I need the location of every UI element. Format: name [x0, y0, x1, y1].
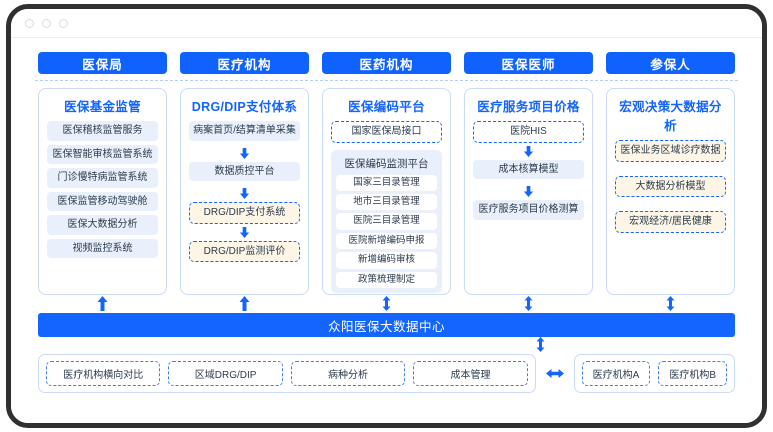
arrow-up-down-icon — [382, 295, 391, 311]
footer-chip[interactable]: 病种分析 — [290, 361, 406, 386]
list-item[interactable]: 新增编码审核 — [336, 252, 437, 269]
column-header-医药机构[interactable]: 医药机构 — [322, 52, 451, 74]
arrow-up-down-icon — [666, 295, 675, 311]
list-item[interactable]: 病案首页/结算清单采集 — [189, 121, 300, 141]
connector-row — [25, 295, 748, 311]
spacer — [615, 162, 726, 176]
column-title: 医保编码平台 — [348, 100, 425, 114]
footer-institution-group: 医疗机构A 医疗机构B — [573, 354, 735, 393]
list-item[interactable]: 医疗服务项目价格测算 — [473, 200, 584, 220]
list-item[interactable]: 视频监控系统 — [47, 238, 158, 258]
arrow-down-icon — [239, 226, 250, 238]
connector-cell — [180, 295, 309, 311]
connector-cell — [38, 295, 167, 311]
list-item[interactable]: 医保大数据分析 — [47, 215, 158, 235]
arrow-up-icon — [239, 295, 250, 311]
coding-monitor-panel: 医保编码监测平台 国家三目录管理 地市三目录管理 医院三目录管理 医院新增编码申… — [331, 149, 442, 294]
column-fund-supervision: 医保基金监管 医保稽核监管服务 医保智能审核监管系统 门诊慢特病监管系统 医保监… — [38, 88, 167, 295]
list-item[interactable]: 医保监管移动驾驶舱 — [47, 191, 158, 211]
header-divider — [35, 80, 738, 81]
list-item[interactable]: 地市三目录管理 — [336, 193, 437, 211]
arrow-down-icon — [523, 145, 534, 157]
connector-cell — [464, 295, 593, 311]
column-macro-decision: 宏观决策大数据分析 医保业务区域诊疗数据 大数据分析模型 宏观经济/居民健康 — [606, 88, 735, 295]
list-item[interactable]: 医保智能审核监管系统 — [47, 144, 158, 164]
list-item[interactable]: 政策梳理制定 — [336, 271, 437, 289]
list-item[interactable]: 宏观经济/居民健康 — [615, 211, 726, 233]
arrow-down-icon — [523, 186, 534, 197]
column-service-price: 医疗服务项目价格 医院HIS 成本核算模型 医疗服务项目价格测算 — [464, 88, 593, 295]
footer-bidirectional-connector — [545, 368, 565, 379]
footer-chip[interactable]: 成本管理 — [413, 361, 528, 386]
list-item[interactable]: 数据质控平台 — [189, 161, 300, 181]
footer-chip[interactable]: 医疗机构横向对比 — [46, 361, 161, 386]
column-title: DRG/DIP支付体系 — [191, 100, 298, 114]
footer-chip[interactable]: 区域DRG/DIP — [168, 361, 283, 386]
browser-window: 医保局 医疗机构 医药机构 医保医师 参保人 医保基金监管 医保稽核监管服务 医… — [6, 4, 767, 428]
arrow-up-down-icon — [536, 337, 544, 352]
list-item[interactable]: 国家三目录管理 — [336, 174, 437, 191]
list-item[interactable]: 医院新增编码申报 — [336, 232, 437, 250]
column-drg-dip-payment: DRG/DIP支付体系 病案首页/结算清单采集 数据质控平台 DRG/DIP支付… — [180, 88, 309, 295]
close-dot[interactable] — [25, 18, 34, 28]
column-header-医疗机构[interactable]: 医疗机构 — [180, 52, 309, 74]
list-item[interactable]: 医保稽核监管服务 — [47, 121, 158, 141]
list-item[interactable]: 门诊慢特病监管系统 — [47, 168, 158, 188]
column-header-row: 医保局 医疗机构 医药机构 医保医师 参保人 — [25, 52, 748, 74]
arrow-up-icon — [97, 295, 108, 311]
list-item[interactable]: 医保业务区域诊疗数据 — [615, 140, 726, 162]
maximize-dot[interactable] — [59, 18, 68, 28]
list-item[interactable]: 成本核算模型 — [473, 159, 584, 179]
list-item[interactable]: 医院三目录管理 — [336, 213, 437, 230]
arrow-down-icon — [239, 147, 250, 159]
column-title: 医保基金监管 — [64, 100, 141, 114]
footer-chip[interactable]: 医疗机构A — [581, 361, 651, 386]
arrow-down-icon — [239, 188, 250, 199]
column-coding-platform: 医保编码平台 国家医保局接口 医保编码监测平台 国家三目录管理 地市三目录管理 … — [322, 88, 451, 295]
arrow-up-down-icon — [524, 295, 533, 311]
column-header-医保医师[interactable]: 医保医师 — [464, 52, 593, 74]
hospital-his-box[interactable]: 医院HIS — [473, 121, 584, 143]
list-item[interactable]: DRG/DIP监测评价 — [189, 240, 300, 262]
national-interface-box[interactable]: 国家医保局接口 — [331, 121, 442, 143]
column-body-row: 医保基金监管 医保稽核监管服务 医保智能审核监管系统 门诊慢特病监管系统 医保监… — [25, 88, 748, 295]
list-item[interactable]: 大数据分析模型 — [615, 175, 726, 197]
column-header-医保局[interactable]: 医保局 — [38, 52, 167, 74]
hub-to-footer-connector — [440, 337, 640, 353]
window-title-bar — [11, 9, 762, 38]
nested-panel-title: 医保编码监测平台 — [344, 157, 429, 170]
column-header-参保人[interactable]: 参保人 — [606, 52, 735, 74]
data-center-bar[interactable]: 众阳医保大数据中心 — [38, 313, 735, 337]
connector-cell — [322, 295, 451, 311]
diagram-canvas: 医保局 医疗机构 医药机构 医保医师 参保人 医保基金监管 医保稽核监管服务 医… — [11, 38, 762, 423]
connector-cell — [606, 295, 735, 311]
column-title: 医疗服务项目价格 — [477, 100, 580, 114]
column-title: 宏观决策大数据分析 — [619, 100, 722, 133]
footer-row: 医疗机构横向对比 区域DRG/DIP 病种分析 成本管理 医疗机构A 医疗机构B — [25, 354, 748, 393]
list-item[interactable]: DRG/DIP支付系统 — [189, 202, 300, 224]
spacer — [615, 197, 726, 211]
footer-analysis-group: 医疗机构横向对比 区域DRG/DIP 病种分析 成本管理 — [38, 354, 536, 393]
footer-chip[interactable]: 医疗机构B — [658, 361, 727, 386]
minimize-dot[interactable] — [42, 18, 51, 28]
arrow-left-right-icon — [545, 369, 564, 378]
